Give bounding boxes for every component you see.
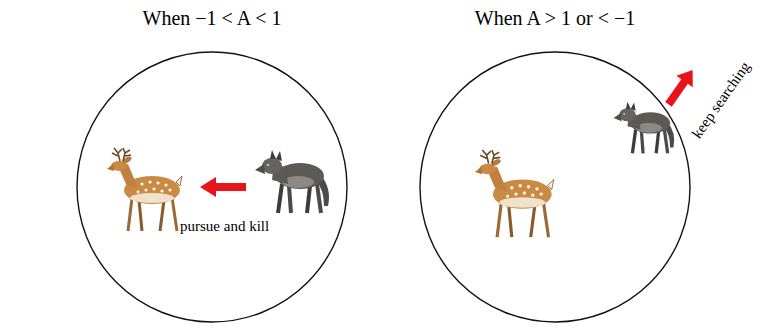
circle-outline — [76, 6, 348, 326]
circle-outline — [419, 6, 691, 326]
region-circle: When A > 1 or < −1 — [419, 6, 691, 326]
region-heading: When A > 1 or < −1 — [419, 6, 691, 30]
region-heading: When −1 < A < 1 — [76, 6, 348, 30]
action-label: keep searching — [688, 58, 754, 142]
region-circle: When −1 < A < 1 — [76, 6, 348, 326]
action-label: pursue and kill — [180, 217, 269, 235]
